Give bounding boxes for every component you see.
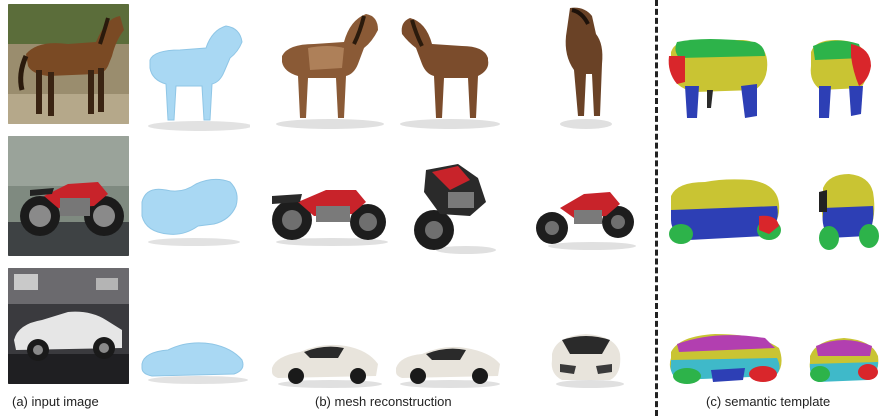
motorcycle-textured-view-1 [268, 176, 390, 248]
caption-input-image: (a) input image [12, 394, 99, 409]
horse-untextured-mesh [140, 20, 250, 132]
car-input-photo [8, 268, 129, 384]
horse-input-photo [8, 4, 129, 124]
car-textured-view-3 [546, 330, 626, 390]
horse-textured-view-2 [392, 8, 502, 132]
motorcycle-untextured-mesh [138, 172, 242, 248]
car-semantic-view-1 [665, 330, 789, 388]
horse-textured-view-3 [548, 4, 614, 132]
car-untextured-mesh [138, 334, 250, 386]
horse-textured-view-1 [268, 8, 386, 132]
motorcycle-textured-view-3 [534, 178, 636, 252]
motorcycle-input-photo [8, 136, 129, 256]
motorcycle-textured-view-2 [410, 156, 498, 256]
car-textured-view-2 [392, 340, 504, 390]
caption-semantic-template: (c) semantic template [706, 394, 830, 409]
horse-semantic-view-2 [805, 36, 875, 126]
horse-semantic-view-1 [665, 34, 771, 126]
car-semantic-view-2 [806, 334, 882, 388]
caption-mesh-reconstruction: (b) mesh reconstruction [315, 394, 452, 409]
motorcycle-semantic-view-1 [665, 176, 785, 252]
section-divider [655, 0, 658, 416]
car-textured-view-1 [268, 336, 386, 390]
motorcycle-semantic-view-2 [815, 172, 881, 254]
